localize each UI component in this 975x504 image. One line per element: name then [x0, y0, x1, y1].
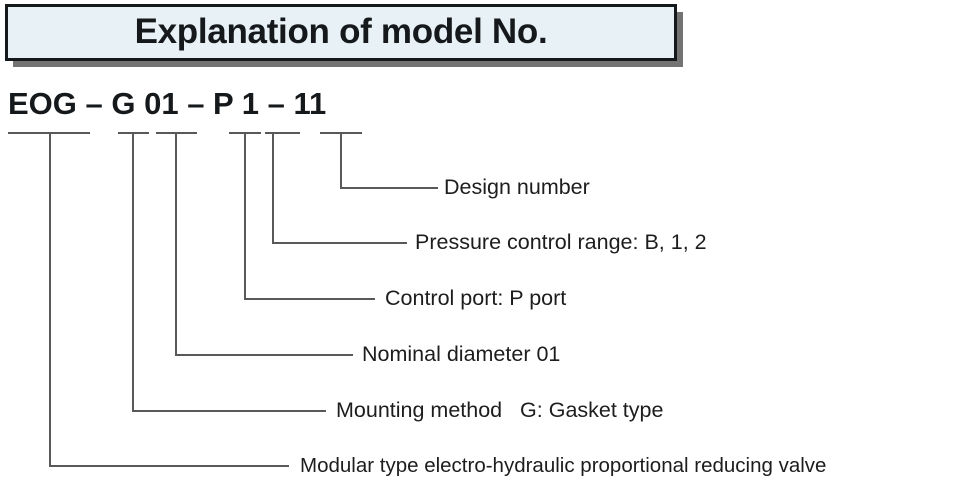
callout-pressure-control-range: Pressure control range: B, 1, 2: [415, 230, 707, 254]
leader-valve-type: [48, 133, 289, 468]
callout-mounting-method: Mounting method G: Gasket type: [336, 398, 664, 422]
callout-nominal-diameter: Nominal diameter 01: [362, 342, 561, 366]
callout-control-port: Control port: P port: [385, 286, 567, 310]
callout-valve-type: Modular type electro-hydraulic proportio…: [300, 454, 827, 477]
leader-mounting-method: [131, 133, 326, 413]
callout-design-number: Design number: [444, 175, 590, 199]
leader-nominal-diameter: [174, 133, 353, 357]
title-banner: Explanation of model No.: [5, 4, 677, 61]
model-code-string: EOG – G 01 – P 1 – 11: [8, 86, 327, 121]
leader-control-port: [243, 133, 375, 301]
leader-pressure-range: [271, 133, 407, 245]
page-title: Explanation of model No.: [134, 12, 548, 51]
leader-design-number: [339, 133, 438, 190]
